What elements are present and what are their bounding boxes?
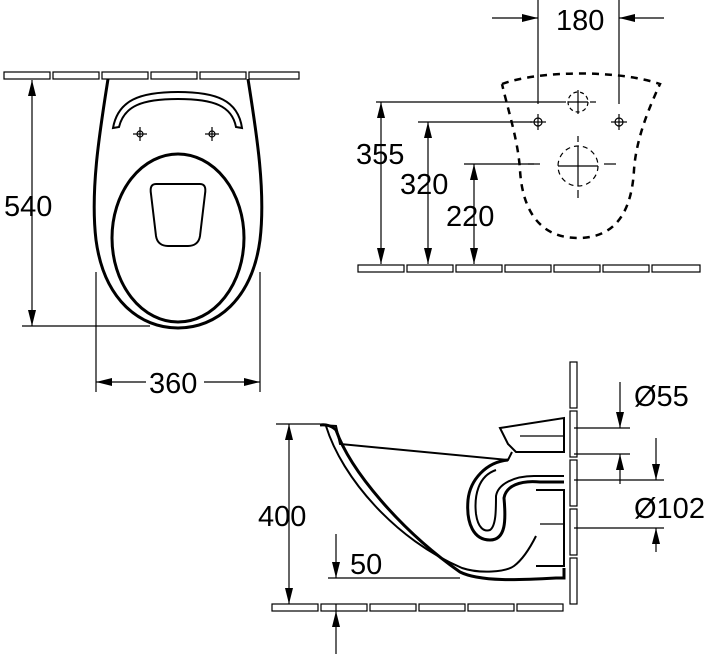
dimension-320-label: 320 bbox=[400, 169, 448, 201]
fixing-hole-right bbox=[611, 114, 627, 130]
hinge-hole-left bbox=[133, 127, 147, 141]
top-view-wall-tiles bbox=[3, 71, 300, 80]
dimension-355 bbox=[376, 101, 560, 264]
water-inlet-symbol bbox=[560, 90, 596, 114]
dimension-400 bbox=[276, 423, 320, 604]
side-inlet-connector bbox=[498, 416, 565, 453]
rear-outline-dashed bbox=[500, 72, 662, 240]
dimension-50 bbox=[328, 534, 460, 654]
dimension-diameter-102 bbox=[574, 438, 664, 552]
side-outlet-connector bbox=[536, 489, 565, 567]
side-bowl-outline bbox=[319, 423, 566, 582]
dimension-diameter-102-label: Ø102 bbox=[634, 493, 705, 525]
outlet-symbol bbox=[528, 136, 616, 198]
side-trap bbox=[466, 458, 564, 542]
dimension-180 bbox=[492, 0, 664, 104]
side-bowl-inner bbox=[325, 425, 537, 573]
fixing-hole-left bbox=[530, 114, 546, 130]
seat-ring bbox=[110, 152, 246, 324]
dimension-540-label: 540 bbox=[4, 191, 52, 223]
side-trap-inner bbox=[474, 469, 564, 532]
side-view-wall-tiles bbox=[569, 361, 578, 605]
dimension-360-label: 360 bbox=[149, 368, 197, 400]
side-view: 400 50 Ø55 Ø102 bbox=[258, 361, 705, 654]
dimension-diameter-55 bbox=[574, 382, 630, 484]
seat-hinge-plate bbox=[111, 90, 244, 130]
dimension-360 bbox=[95, 272, 261, 392]
side-rim bbox=[319, 424, 513, 462]
top-view: 540 360 bbox=[3, 71, 300, 400]
side-view-floor-tiles bbox=[271, 603, 564, 612]
dimension-400-label: 400 bbox=[258, 501, 306, 533]
dimension-320 bbox=[418, 121, 532, 264]
rear-view-floor-tiles bbox=[357, 264, 701, 273]
rear-view: 180 355 320 220 bbox=[356, 0, 701, 273]
bowl-outline bbox=[92, 78, 264, 330]
dimension-50-label: 50 bbox=[350, 549, 382, 581]
dimension-220 bbox=[464, 163, 534, 264]
dimension-180-label: 180 bbox=[556, 5, 604, 37]
dimension-540 bbox=[22, 80, 150, 327]
dimension-355-label: 355 bbox=[356, 139, 404, 171]
hinge-hole-right bbox=[205, 127, 219, 141]
dimension-220-label: 220 bbox=[446, 201, 494, 233]
dimension-diameter-55-label: Ø55 bbox=[634, 381, 689, 413]
bowl-opening bbox=[149, 183, 207, 247]
